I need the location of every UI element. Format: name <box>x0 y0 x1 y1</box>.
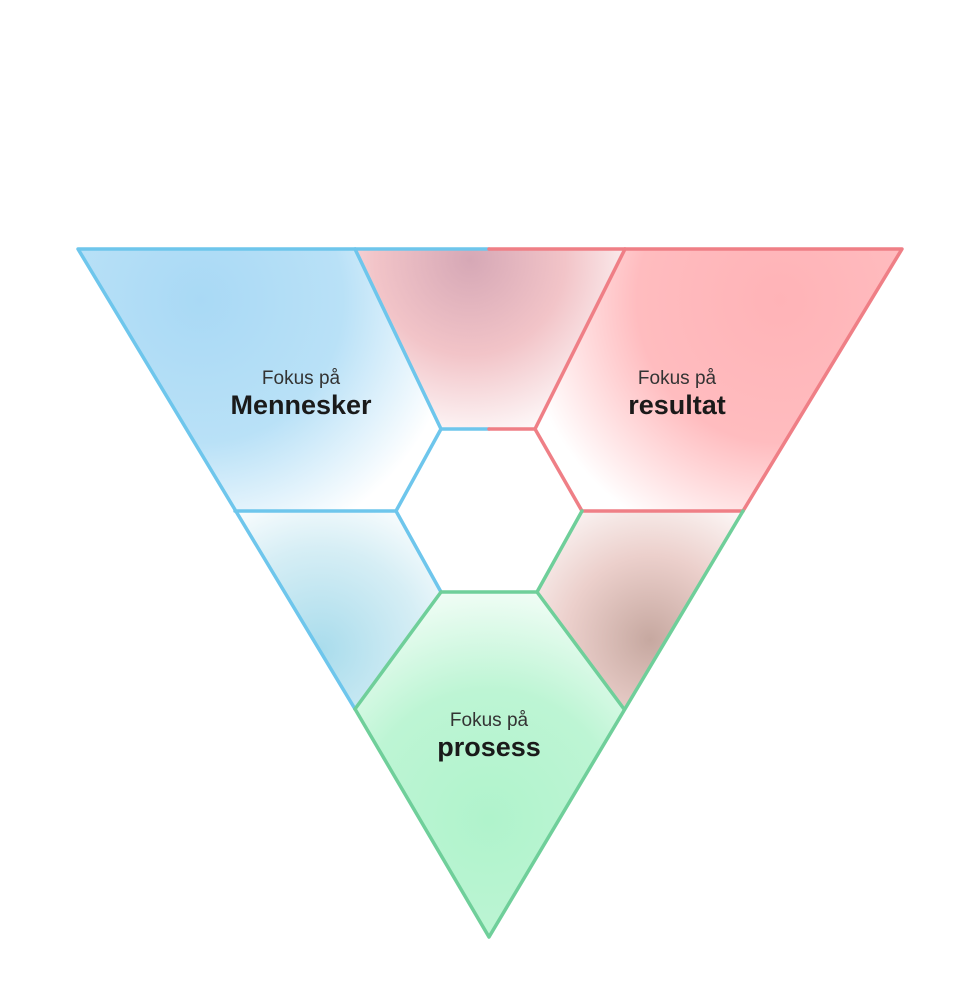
label-process-title: prosess <box>437 732 541 762</box>
center-hexagon <box>396 429 582 592</box>
label-results-prefix: Fokus på <box>637 368 717 389</box>
label-people-title: Mennesker <box>230 390 372 420</box>
segment-people <box>78 249 441 511</box>
segment-results <box>535 249 902 511</box>
label-results: Fokus på resultat <box>557 368 797 420</box>
label-process: Fokus på prosess <box>369 710 609 762</box>
label-results-title: resultat <box>628 390 726 420</box>
label-people-prefix: Fokus på <box>261 368 341 389</box>
red-lines <box>487 247 904 513</box>
label-people: Fokus på Mennesker <box>181 368 421 420</box>
blue-lines <box>76 247 491 711</box>
segment-process <box>355 592 624 937</box>
label-process-prefix: Fokus på <box>449 710 529 731</box>
green-lines <box>353 509 745 939</box>
